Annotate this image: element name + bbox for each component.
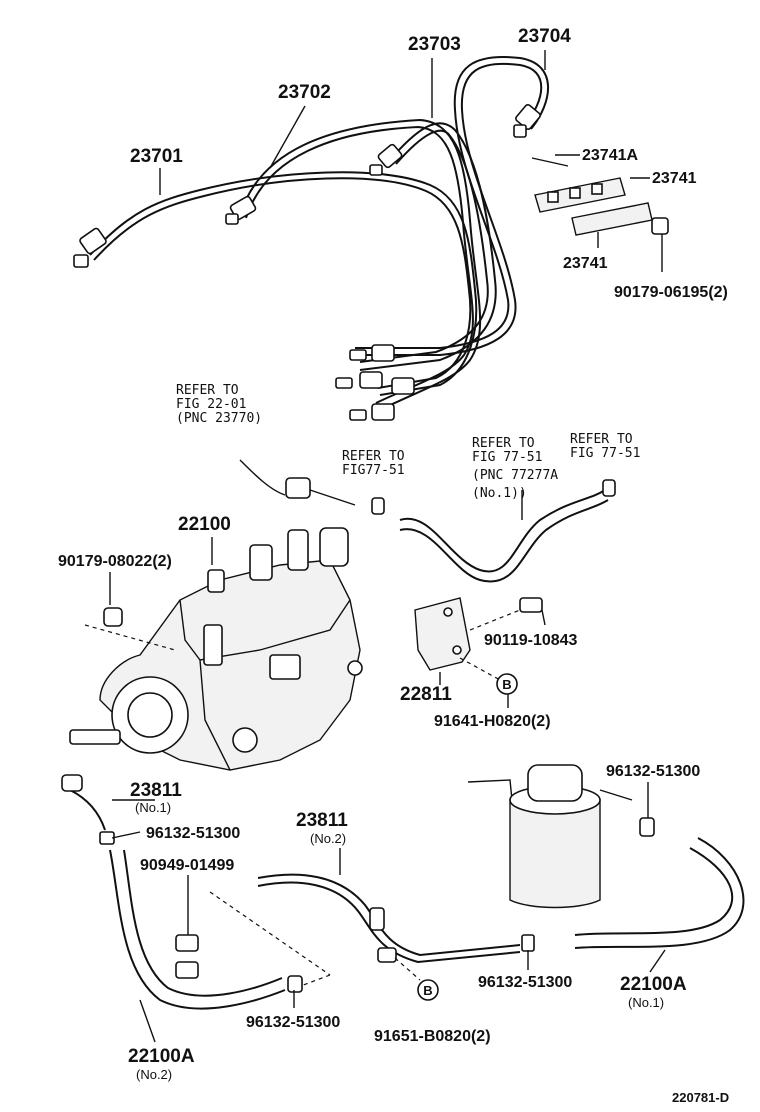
marker-b-1 <box>496 673 518 695</box>
refer3-line3: (PNC 77277A <box>472 468 558 483</box>
label-23704: 23704 <box>518 26 571 47</box>
label-23811-no1-sub: (No.1) <box>135 800 171 815</box>
label-90119-10843: 90119-10843 <box>484 632 578 649</box>
label-23811-no2-sub: (No.2) <box>310 831 346 846</box>
refer3-line2: FIG 77-51 <box>472 450 542 465</box>
label-22100A-no2: 22100A <box>128 1046 195 1067</box>
label-22100A-no1: 22100A <box>620 974 687 995</box>
refer2-line2: FIG77-51 <box>342 463 405 478</box>
pipe-23811-no2 <box>257 873 521 957</box>
nut-90179-08022 <box>103 607 123 627</box>
injection-pump <box>69 527 363 771</box>
clip-96132-a <box>99 831 115 845</box>
bracket-22811 <box>414 597 543 681</box>
leader-lines <box>109 50 666 1043</box>
label-23741-top: 23741 <box>652 170 697 187</box>
pipe-23811-no1 <box>69 789 106 831</box>
label-23811-no2: 23811 <box>296 810 348 831</box>
clip-96132-b <box>287 975 303 993</box>
label-23703: 23703 <box>408 34 461 55</box>
marker-b-2-label: B <box>423 983 432 998</box>
label-90179-08022: 90179-08022(2) <box>58 553 172 570</box>
label-23701: 23701 <box>130 146 183 167</box>
clip-90949-01499 <box>175 934 199 952</box>
label-90179-06195: 90179-06195(2) <box>614 284 728 301</box>
label-96132-51300-b: 96132-51300 <box>246 1014 340 1031</box>
clip-77-51-b <box>602 479 616 497</box>
refer1-line2: FIG 22-01 <box>176 397 246 412</box>
marker-b-1-label: B <box>502 677 511 692</box>
label-22811: 22811 <box>400 684 452 705</box>
label-22100: 22100 <box>178 514 231 535</box>
label-91651-b0820: 91651-B0820(2) <box>374 1028 491 1045</box>
overflow-fitting <box>239 459 356 506</box>
clip-96132-d <box>639 817 655 837</box>
fuel-filter <box>467 764 633 909</box>
hose-77277a <box>399 489 606 573</box>
refer3-line4: (No.1)) <box>472 486 527 501</box>
label-90949-01499: 90949-01499 <box>140 857 234 874</box>
refer3-line1: REFER TO <box>472 436 535 451</box>
refer1-line3: (PNC 23770) <box>176 411 262 426</box>
label-23702: 23702 <box>278 82 331 103</box>
refer4-line2: FIG 77-51 <box>570 446 640 461</box>
diagram-id: 220781-D <box>672 1090 729 1105</box>
hose-22100a-no1 <box>574 847 734 936</box>
label-96132-51300-a: 96132-51300 <box>146 825 240 842</box>
label-96132-51300-d: 96132-51300 <box>606 763 700 780</box>
injection-pipes <box>73 56 550 421</box>
clip-96132-c <box>521 934 535 952</box>
hose-22100a-no2 <box>109 849 286 1010</box>
refer2-line1: REFER TO <box>342 449 405 464</box>
marker-b-2 <box>417 979 439 1001</box>
label-23741A: 23741A <box>582 147 638 164</box>
label-96132-51300-c: 96132-51300 <box>478 974 572 991</box>
label-23811-no1: 23811 <box>130 780 182 801</box>
label-22100A-no1-sub: (No.1) <box>628 995 664 1010</box>
label-22100A-no2-sub: (No.2) <box>136 1067 172 1082</box>
refer1-line1: REFER TO <box>176 383 239 398</box>
pipe-clamp-parts <box>531 157 669 236</box>
refer4-line1: REFER TO <box>570 432 633 447</box>
clip-77-51-a <box>371 497 385 515</box>
label-23741-bottom: 23741 <box>563 255 608 272</box>
label-91641-h0820: 91641-H0820(2) <box>434 713 551 730</box>
